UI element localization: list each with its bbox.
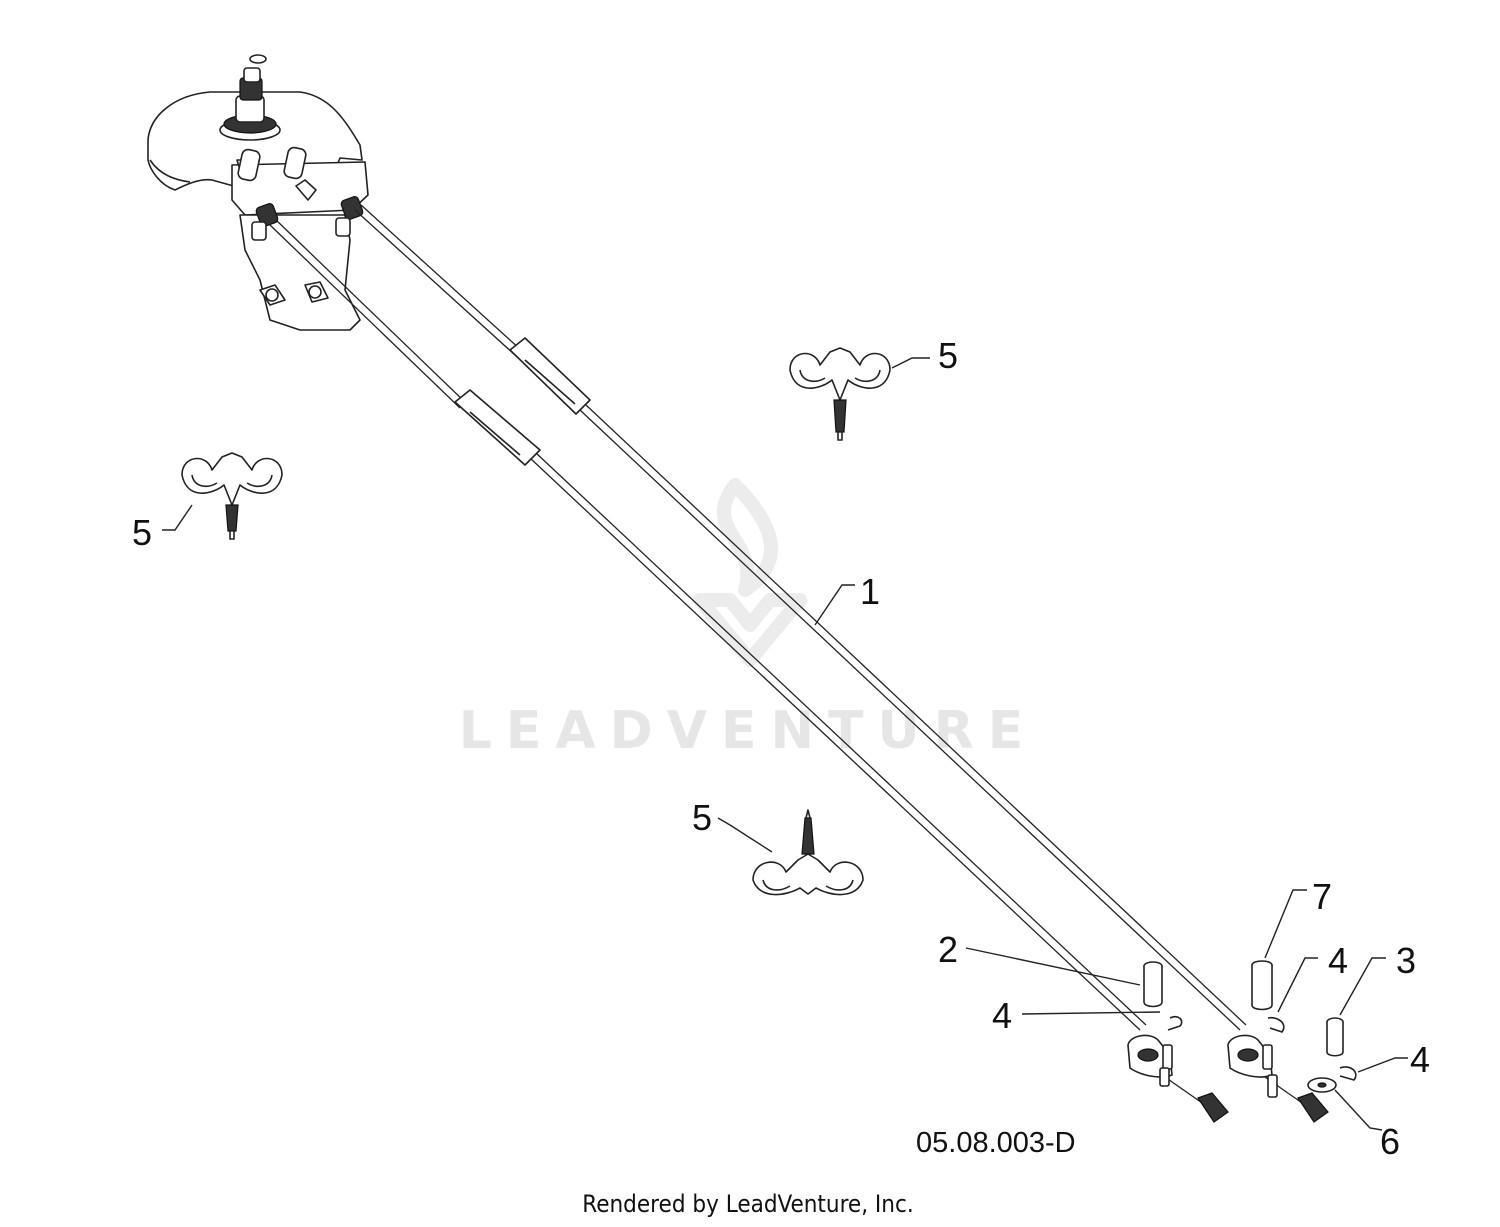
leader-2 [965,947,1141,986]
leader-6 [1334,1089,1383,1131]
leader-3 [1339,957,1386,1016]
callout-2: 2 [938,929,958,970]
leader-4c [1357,1057,1408,1073]
bell-crank [1227,1034,1278,1098]
callout-3: 3 [1396,940,1416,981]
leader-5b [162,504,193,531]
callout-5: 5 [692,797,712,838]
cable-sleeve [454,389,541,466]
callout-1: 1 [860,571,880,612]
callout-4: 4 [1410,1039,1430,1080]
leader-5c [717,817,773,853]
leader-4a [1021,1011,1161,1015]
hairpin-clip [1267,1016,1285,1033]
leader-1 [814,584,855,626]
control-cables [269,204,1329,1123]
watermark-text: LEADVENTURE [459,701,1038,761]
leader-lines [162,357,1408,1131]
cable-clip [752,809,864,896]
cable-sleeve [509,337,591,415]
callout-6: 6 [1380,1121,1400,1162]
shifter-bracket-assembly [147,54,369,331]
washer [1307,1077,1337,1093]
leader-5a [891,357,930,369]
cable-end-fitting [1297,1092,1329,1123]
hardware-parts [1127,960,1357,1098]
cable-clip [789,347,891,441]
callout-4: 4 [992,995,1012,1036]
clevis-pin [1326,1017,1344,1057]
hairpin-clip [1167,1015,1183,1031]
callout-5: 5 [132,512,152,553]
clevis-pin [1251,960,1273,1011]
watermark: LEADVENTURE [459,478,1038,761]
hairpin-clip [1339,1066,1357,1081]
drawing-code: 05.08.003-D [916,1127,1076,1159]
cable-clip [181,452,283,540]
bell-crank [1127,1034,1173,1087]
leader-7 [1264,889,1307,959]
callout-labels: 1 2 3 4 4 5 5 5 6 7 4 [132,335,1430,1162]
footer-credit: Rendered by LeadVenture, Inc. [582,1190,913,1218]
watermark-flame-logo [693,478,807,667]
callout-4: 4 [1328,940,1348,981]
leader-4b [1277,957,1318,1013]
callout-7: 7 [1312,876,1332,917]
callout-5: 5 [938,335,958,376]
clevis-pin [1143,961,1163,1008]
cable-end-fitting [1197,1092,1229,1123]
